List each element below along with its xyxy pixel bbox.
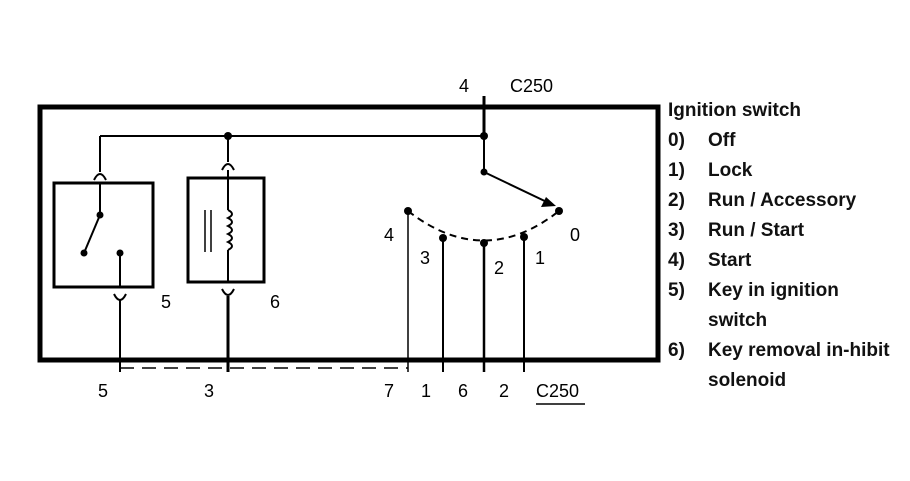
legend-item-number: 5) — [668, 280, 685, 301]
bottom-pin-7: 7 — [384, 381, 394, 401]
position-3-label: 3 — [420, 248, 430, 268]
legend-item-number: 1) — [668, 160, 685, 181]
legend-item-text: Key in ignition switch — [708, 280, 839, 331]
bottom-connector-label: C250 — [536, 381, 579, 401]
position-2-label: 2 — [494, 258, 504, 278]
legend-item: 6) Key removal in-hibit solenoid — [668, 336, 903, 396]
legend-item: 2) Run / Accessory — [668, 186, 903, 216]
solenoid-label: 6 — [270, 292, 280, 312]
position-0-label: 0 — [570, 225, 580, 245]
top-connector-label: C250 — [510, 76, 553, 96]
legend-item: 4) Start — [668, 246, 903, 276]
bottom-pin-1: 1 — [421, 381, 431, 401]
bottom-pin-6: 6 — [458, 381, 468, 401]
legend-item-text: Run / Accessory — [708, 190, 857, 211]
solenoid-bottom-terminal — [221, 288, 235, 296]
top-pin-number: 4 — [459, 76, 469, 96]
bottom-pin-3: 3 — [204, 381, 214, 401]
legend-item-number: 6) — [668, 340, 685, 361]
legend-item-text: Run / Start — [708, 220, 805, 241]
legend-item-text: Key removal in-hibit solenoid — [708, 340, 890, 391]
bottom-pin-5: 5 — [98, 381, 108, 401]
key-in-switch-box — [52, 181, 155, 289]
key-switch-top-terminal — [93, 173, 107, 181]
legend-item-text: Lock — [708, 160, 753, 181]
key-switch-bottom-terminal — [113, 293, 127, 301]
legend-item-number: 3) — [668, 220, 685, 241]
rotor-arrowhead — [541, 197, 556, 207]
legend-item: 0) Off — [668, 126, 903, 156]
solenoid-top-terminal — [221, 163, 235, 171]
legend-item-number: 4) — [668, 250, 685, 271]
legend-item-text: Start — [708, 250, 752, 271]
legend-item-number: 2) — [668, 190, 685, 211]
legend: Ignition switch 0) Off 1) Lock 2) Run / Acc… — [668, 96, 903, 396]
solenoid-box — [186, 176, 266, 284]
legend-title: Ignition switch — [668, 100, 801, 121]
legend-item-text: Off — [708, 130, 736, 151]
bottom-pin-2: 2 — [499, 381, 509, 401]
key-switch-label: 5 — [161, 292, 171, 312]
legend-item: 3) Run / Start — [668, 216, 903, 246]
position-4-label: 4 — [384, 225, 394, 245]
bus-node-mid — [224, 132, 232, 140]
bus-node-right — [480, 132, 488, 140]
rotor-arm — [483, 171, 552, 205]
legend-item-number: 0) — [668, 130, 685, 151]
pos-0-contact — [555, 207, 563, 215]
position-arc — [407, 210, 560, 242]
switch-blade-end — [80, 249, 88, 257]
solenoid-coil — [225, 209, 233, 251]
switch-housing — [37, 104, 661, 363]
switch-blade — [83, 214, 101, 254]
legend-item: 1) Lock — [668, 156, 903, 186]
legend-item: 5) Key in ignition switch — [668, 276, 903, 336]
position-1-label: 1 — [535, 248, 545, 268]
